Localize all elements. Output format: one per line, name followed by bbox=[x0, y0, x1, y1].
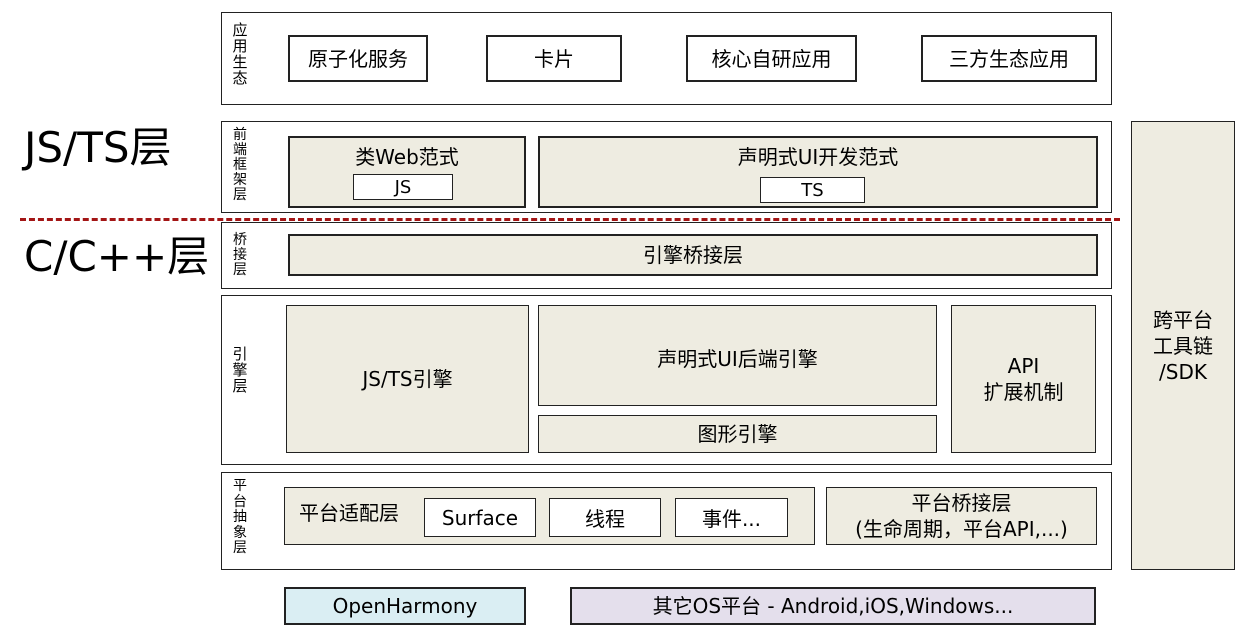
app-ecosystem-layer: 应用生态 原子化服务 卡片 核心自研应用 三方生态应用 bbox=[221, 12, 1112, 105]
core-app-box: 核心自研应用 bbox=[686, 35, 857, 82]
app-ecosystem-layer-label: 应用生态 bbox=[232, 21, 248, 87]
declarative-ts-tag: TS bbox=[760, 177, 865, 203]
declarative-paradigm-title: 声明式UI开发范式 bbox=[737, 145, 899, 169]
platform-bridge-box: 平台桥接层 (生命周期，平台API,...) bbox=[826, 487, 1097, 545]
web-paradigm-title: 类Web范式 bbox=[355, 145, 459, 169]
card-box: 卡片 bbox=[486, 35, 622, 82]
toolchain-line1: 跨平台 bbox=[1153, 307, 1213, 332]
other-os-box: 其它OS平台 - Android,iOS,Windows... bbox=[570, 587, 1096, 625]
platform-bridge-subtitle: (生命周期，平台API,...) bbox=[855, 517, 1068, 541]
bridge-layer: 桥接层 引擎桥接层 bbox=[221, 222, 1112, 289]
api-extension-line2: 扩展机制 bbox=[983, 380, 1064, 404]
atomic-service-box: 原子化服务 bbox=[288, 35, 428, 82]
api-extension-line1: API bbox=[1007, 354, 1040, 378]
platform-abstraction-layer-label: 平台抽象层 bbox=[233, 478, 247, 556]
cross-platform-toolchain-box: 跨平台 工具链 /SDK bbox=[1131, 121, 1235, 570]
openharmony-box: OpenHarmony bbox=[284, 587, 526, 625]
graphics-engine-box: 图形引擎 bbox=[538, 415, 937, 453]
jsts-engine-box: JS/TS引擎 bbox=[286, 305, 529, 453]
engine-bridge-box: 引擎桥接层 bbox=[288, 234, 1098, 276]
surface-box: Surface bbox=[424, 498, 536, 537]
engine-layer-label: 引擎层 bbox=[232, 345, 248, 395]
platform-abstraction-layer: 平台抽象层 平台适配层 Surface 线程 事件... 平台桥接层 (生命周期… bbox=[221, 472, 1112, 570]
frontend-framework-layer-label: 前端框架层 bbox=[233, 127, 247, 203]
js-ts-layer-label: JS/TS层 bbox=[24, 123, 172, 172]
third-party-app-box: 三方生态应用 bbox=[921, 35, 1097, 82]
toolchain-line3: /SDK bbox=[1159, 359, 1207, 384]
js-cpp-separator-line bbox=[20, 218, 1120, 221]
engine-layer: 引擎层 JS/TS引擎 声明式UI后端引擎 图形引擎 API 扩展机制 bbox=[221, 295, 1112, 465]
platform-bridge-title: 平台桥接层 bbox=[911, 491, 1012, 515]
platform-adapter-title: 平台适配层 bbox=[299, 501, 399, 525]
event-box: 事件... bbox=[675, 498, 788, 537]
bridge-layer-label: 桥接层 bbox=[233, 232, 247, 278]
declarative-backend-box: 声明式UI后端引擎 bbox=[538, 305, 937, 406]
api-extension-box: API 扩展机制 bbox=[951, 305, 1096, 453]
thread-box: 线程 bbox=[549, 498, 661, 537]
web-js-tag: JS bbox=[353, 174, 453, 200]
frontend-framework-layer: 前端框架层 类Web范式 JS 声明式UI开发范式 TS bbox=[221, 121, 1112, 213]
c-cpp-layer-label: C/C++层 bbox=[24, 232, 210, 281]
toolchain-line2: 工具链 bbox=[1153, 333, 1213, 358]
